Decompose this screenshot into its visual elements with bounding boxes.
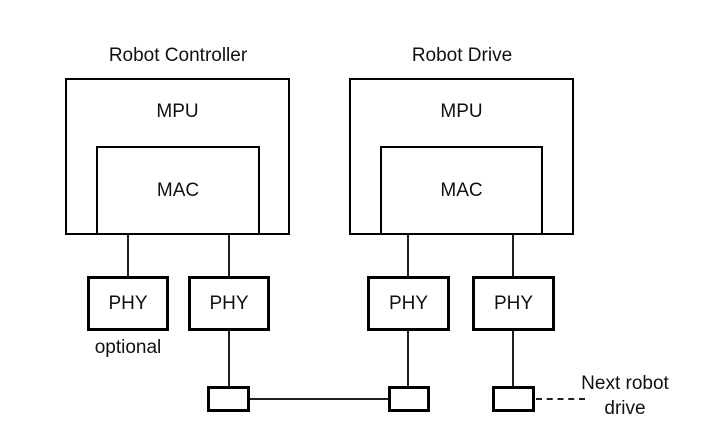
robot-drive-box: [349, 78, 574, 235]
controller-mac-box: [96, 146, 260, 235]
drive-phy-left-label: PHY: [388, 292, 429, 314]
wire-controller-mac-to-phy-right: [228, 233, 230, 277]
drive-mac-label: MAC: [440, 180, 483, 201]
drive-mac-box: [380, 146, 543, 235]
wire-drive-mac-to-phy-left: [407, 233, 409, 277]
controller-phy-right-box: PHY: [188, 276, 270, 331]
robot-controller-box: [65, 78, 290, 235]
drive-phy-right-label: PHY: [493, 292, 534, 314]
drive-phy-left-box: PHY: [367, 276, 450, 331]
wire-drive-phy-right-to-node: [512, 330, 514, 387]
next-robot-drive-line1: Next robot: [581, 373, 669, 394]
connector-node-1: [207, 386, 250, 412]
drive-mpu-label: MPU: [440, 101, 483, 122]
wire-drive-mac-to-phy-right: [512, 233, 514, 277]
controller-phy-right-label: PHY: [209, 292, 249, 314]
wire-node1-to-node2: [249, 398, 389, 400]
connector-node-2: [388, 386, 430, 412]
robot-controller-title: Robot Controller: [108, 45, 248, 66]
controller-mpu-label: MPU: [156, 101, 199, 122]
controller-phy-left-box: PHY: [87, 276, 169, 331]
next-robot-drive-line2: drive: [604, 398, 646, 419]
wire-drive-phy-left-to-node: [407, 330, 409, 387]
drive-phy-right-box: PHY: [472, 276, 555, 331]
optional-label: optional: [94, 337, 162, 358]
robot-drive-title: Robot Drive: [411, 45, 513, 66]
connector-node-3: [492, 386, 535, 412]
wire-node3-to-next-drive-dashed: [536, 398, 585, 400]
wire-controller-mac-to-phy-left: [127, 233, 129, 277]
controller-mac-label: MAC: [156, 180, 200, 201]
next-robot-drive-label: Next robot drive: [563, 371, 687, 421]
wire-controller-phy-to-node: [228, 330, 230, 387]
controller-phy-left-label: PHY: [108, 292, 148, 314]
